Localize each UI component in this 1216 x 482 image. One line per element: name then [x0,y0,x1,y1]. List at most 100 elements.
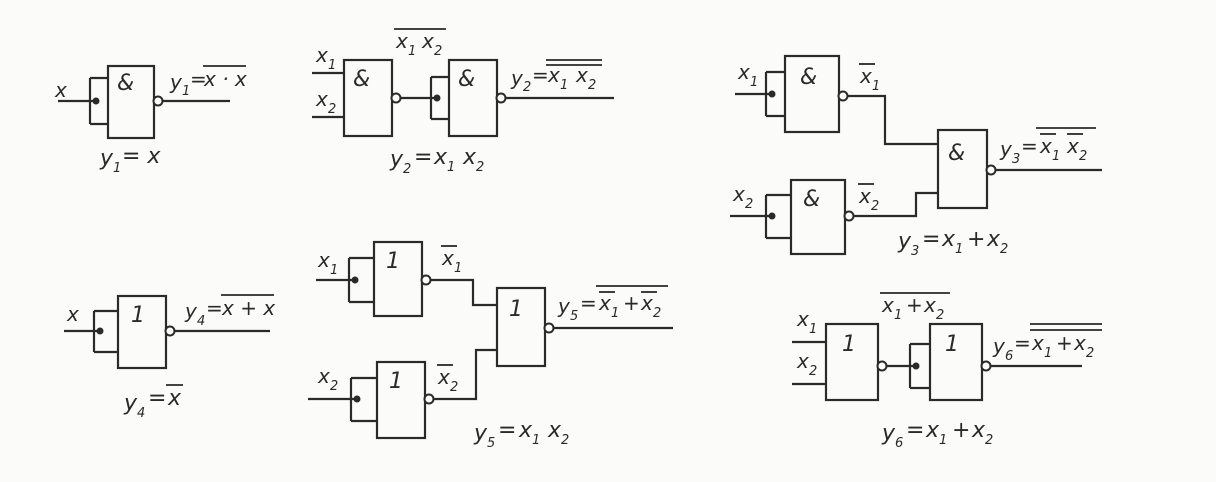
c3-n1-label: x 1 [859,63,880,94]
svg-text:2: 2 [809,364,817,379]
svg-text:1: 1 [389,369,403,394]
c6-output-label: y 6 = x 1 + x 2 [992,323,1102,364]
svg-text:2: 2 [1086,346,1094,361]
c2-gate2-tie [429,75,449,121]
c3-and-gate-3 [936,128,989,210]
c6-input-1-label: x [796,307,809,331]
svg-text:&: & [948,141,965,166]
svg-text:x: x [923,293,936,317]
svg-text:1: 1 [560,78,568,93]
svg-text:x: x [518,418,533,443]
c3-gate1-tie [764,70,785,118]
svg-text:6: 6 [895,436,903,451]
svg-text:x: x [575,63,588,87]
svg-text:1: 1 [113,161,121,176]
svg-text:+: + [623,291,640,315]
svg-text:x · x: x · x [203,67,247,91]
c6-gate2-tie [908,342,930,390]
svg-text:x: x [971,418,986,443]
svg-text:y: y [897,229,912,254]
svg-text:y: y [992,334,1006,358]
svg-text:2: 2 [328,102,336,117]
svg-text:1: 1 [328,58,336,73]
c4-caption: y 4 = x [123,384,183,421]
svg-text:x: x [395,29,408,53]
svg-text:2: 2 [985,433,993,448]
svg-text:6: 6 [1005,349,1013,364]
svg-text:=: = [414,145,432,170]
svg-text:2: 2 [450,380,458,395]
svg-text:=: = [498,418,516,443]
svg-text:2: 2 [745,197,753,212]
c6-input-wires [792,340,826,386]
c3-input-2-label: x [732,182,745,206]
svg-text:1: 1 [509,297,523,322]
c6-mid-label: x 1 + x 2 [880,292,950,323]
c6-input-2-label: x [796,349,809,373]
svg-text:x: x [881,293,894,317]
c5-input-2-label: x [317,364,330,388]
c5-n1-label: x 1 [441,245,462,276]
c2-junction-dot [433,94,441,102]
svg-text:=: = [922,227,940,252]
svg-text:&: & [803,187,820,212]
c1-gate-symbol: & [117,71,134,96]
svg-text:x + x: x + x [221,296,275,320]
c3-and-gate-1 [783,54,841,134]
svg-text:x: x [421,29,434,53]
c5-input-1-label: x [317,248,330,272]
c3-input-1-label: x [737,60,750,84]
svg-text:y: y [123,391,138,416]
c2-and-gate-1 [342,58,394,138]
svg-text:2: 2 [871,199,879,214]
circuit-5: x 1 1 x 1 x 2 1 x 2 1 y [308,240,673,451]
c3-wire-n2 [854,191,938,218]
c6-or-gate-2 [928,322,984,402]
c5-output-label: y 5 = x 1 + x 2 [557,285,668,324]
svg-text:1: 1 [750,75,758,90]
c2-mid-label: x 1 x 2 [394,28,446,59]
svg-text:x: x [858,184,871,208]
svg-text:y: y [510,66,524,90]
c5-wire-n2 [434,348,497,401]
c6-or-gate-1 [824,322,880,402]
svg-text:&: & [800,65,817,90]
svg-text:+: + [967,227,985,252]
svg-text:=: = [1014,331,1031,355]
c2-input-1-label: x [315,43,328,67]
c3-wire-n1 [848,94,938,146]
svg-text:1: 1 [386,249,400,274]
svg-text:1: 1 [842,332,856,357]
svg-text:2: 2 [561,433,569,448]
circuit-1: x & y 1 = x · x y 1 = x [54,64,247,176]
c2-bubble-1 [390,92,402,104]
svg-text:x: x [598,291,611,315]
svg-text:x: x [462,145,477,170]
c1-input-label: x [54,78,67,102]
c1-junction-dot [92,97,100,105]
c3-and-gate-2 [789,178,847,256]
svg-text:2: 2 [403,162,411,177]
svg-text:x: x [1073,331,1086,355]
c2-input-wires [312,71,344,119]
svg-text:y: y [557,294,571,318]
c5-caption: y 5 = x 1 x 2 [473,418,569,451]
c3-caption: y 3 = x 1 + x 2 [897,227,1008,259]
c2-caption: y 2 = x 1 x 2 [389,145,484,177]
svg-text:x: x [941,227,956,252]
svg-text:2: 2 [653,306,661,321]
svg-text:x: x [547,63,560,87]
c1-and-gate [106,64,156,140]
svg-text:2: 2 [1079,149,1087,164]
svg-text:1: 1 [955,242,963,257]
svg-text:y: y [99,146,114,171]
svg-text:1: 1 [1052,149,1060,164]
svg-text:3: 3 [1012,152,1020,167]
svg-text:1: 1 [447,160,455,175]
circuit-2: x 1 x 2 & & x 1 x 2 y 2 = x 1 x 2 [312,28,614,177]
svg-text:2: 2 [330,379,338,394]
svg-text:=: = [906,418,924,443]
svg-text:x: x [547,418,562,443]
